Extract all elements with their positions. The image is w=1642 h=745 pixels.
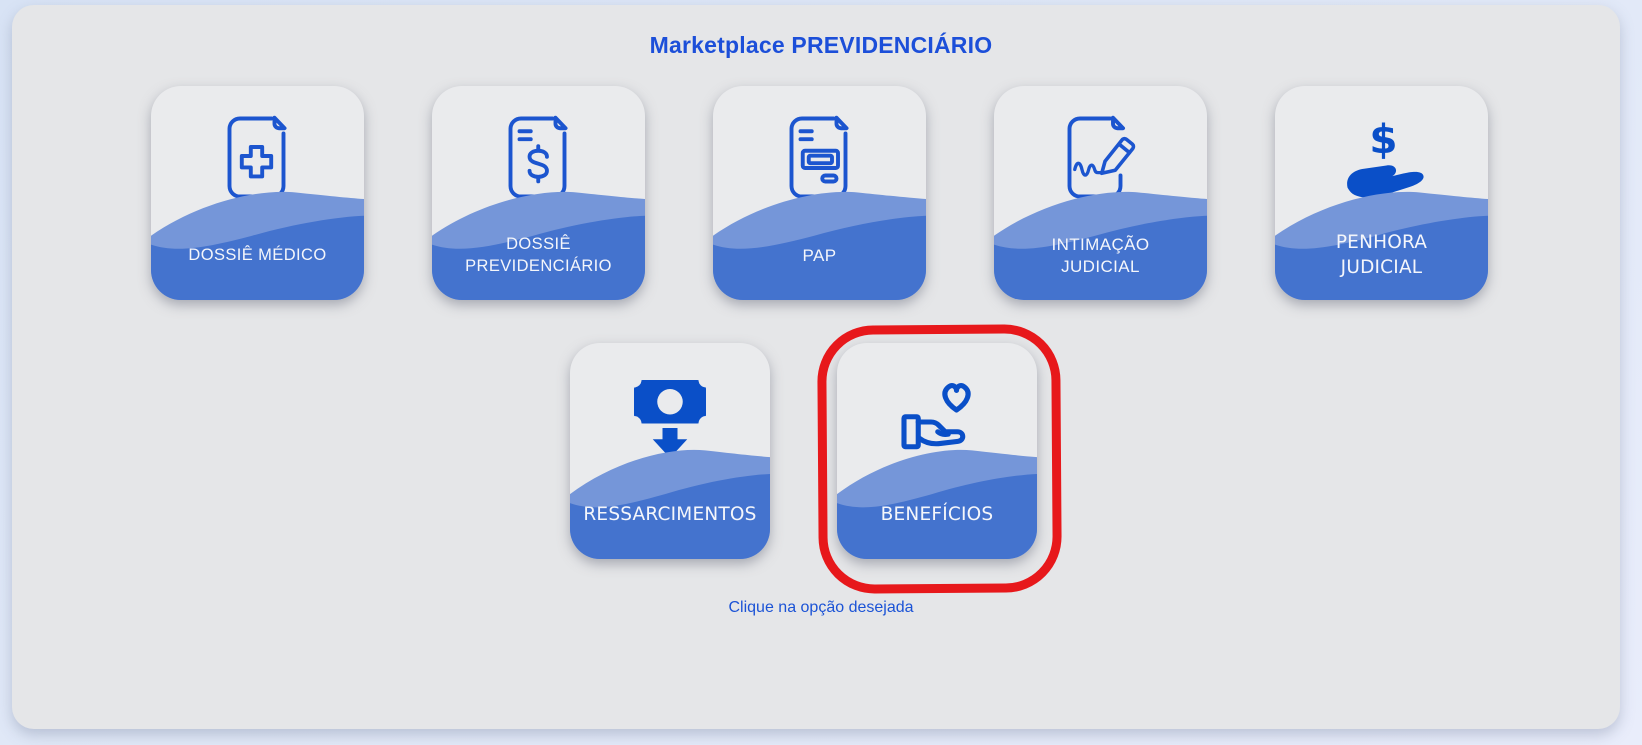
card-dossie-medico[interactable]: DOSSIÊ MÉDICO xyxy=(151,86,364,300)
card-wave xyxy=(837,449,1037,559)
card-wave xyxy=(1275,191,1488,300)
card-wave xyxy=(570,449,770,559)
card-ressarcimentos[interactable]: RESSARCIMENTOS xyxy=(570,343,770,559)
card-wave xyxy=(994,191,1207,300)
card-beneficios[interactable]: BENEFÍCIOS xyxy=(837,343,1037,559)
card-label: PENHORA JUDICIAL xyxy=(1335,232,1428,278)
card-label: DOSSIÊ PREVIDENCIÁRIO xyxy=(465,235,612,275)
instruction-text: Clique na opção desejada xyxy=(728,599,914,616)
card-wave xyxy=(151,191,364,300)
card-pap[interactable]: PAP xyxy=(713,86,926,300)
card-wave xyxy=(432,191,645,300)
card-label: DOSSIÊ MÉDICO xyxy=(188,246,327,265)
card-intimacao-judicial[interactable]: INTIMAÇÃO JUDICIAL xyxy=(994,86,1207,300)
card-label: BENEFÍCIOS xyxy=(880,503,994,525)
page-title: Marketplace PREVIDENCIÁRIO xyxy=(649,32,993,58)
card-label: INTIMAÇÃO JUDICIAL xyxy=(1051,234,1150,276)
hand-holding-heart-icon xyxy=(837,357,1037,475)
hand-receiving-dollar-icon: $ xyxy=(1275,100,1488,218)
card-label: RESSARCIMENTOS xyxy=(583,503,757,525)
card-wave xyxy=(713,191,926,300)
card-dossie-previdenciario[interactable]: DOSSIÊ PREVIDENCIÁRIO xyxy=(432,86,645,300)
card-label: PAP xyxy=(802,245,837,265)
banknote-down-arrow-icon xyxy=(570,357,770,475)
form-document-icon xyxy=(713,100,926,218)
svg-text:$: $ xyxy=(1369,115,1397,163)
card-penhora-judicial[interactable]: $ PENHORA JUDICIAL xyxy=(1275,86,1488,300)
